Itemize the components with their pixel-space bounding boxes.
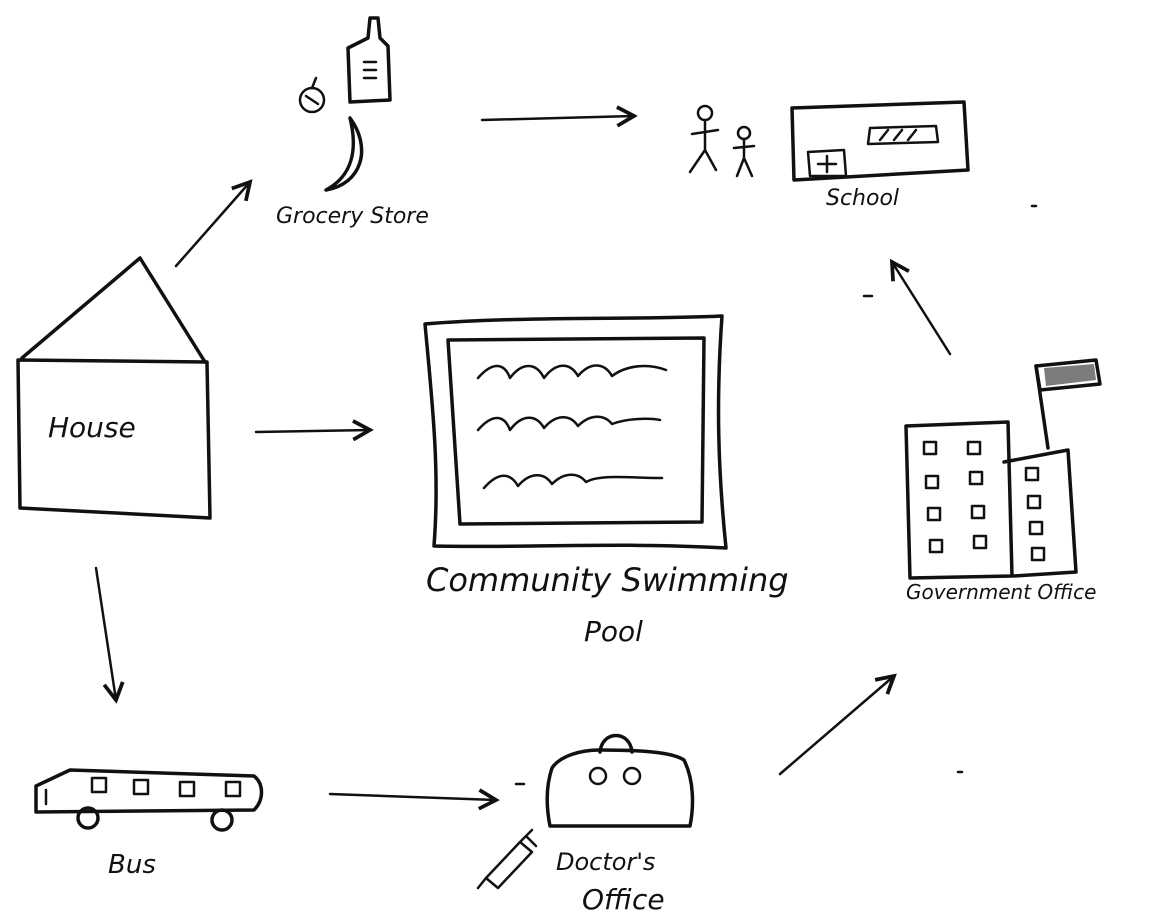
school-label: School	[826, 186, 900, 211]
people-icon	[688, 104, 756, 178]
arrow-bus-to-doctor	[328, 794, 496, 800]
pool-label-line2: Pool	[584, 615, 643, 648]
arrow-government-to-school	[892, 262, 952, 356]
doctors-office-label-line2: Office	[582, 883, 665, 916]
government-office-label: Government Office	[906, 580, 1097, 604]
stray-marks	[514, 204, 1038, 786]
bus-icon	[34, 768, 264, 832]
government-building-icon	[904, 420, 1078, 580]
grocery-icon	[298, 16, 392, 192]
apple-icon	[298, 76, 326, 114]
bus-label: Bus	[108, 850, 156, 880]
arrow-house-to-grocery	[174, 182, 250, 268]
doctor-bag-icon	[545, 733, 695, 828]
arrow-doctor-to-government	[778, 676, 894, 776]
arrow-house-to-bus	[94, 566, 116, 700]
grocery-store-label: Grocery Store	[276, 204, 429, 229]
doctors-office-label-line1: Doctor's	[556, 848, 656, 876]
banana-icon	[324, 116, 364, 192]
syringe-icon	[476, 828, 538, 890]
school-icon	[790, 100, 970, 182]
arrow-house-to-pool	[254, 430, 370, 432]
house-icon	[16, 256, 212, 520]
pool-label-line1: Community Swimming	[426, 561, 789, 599]
arrow-grocery-to-school	[480, 116, 634, 120]
flag-icon	[1034, 358, 1102, 450]
bottle-icon	[346, 16, 392, 104]
house-label: House	[48, 411, 136, 444]
pool-icon	[423, 314, 728, 550]
